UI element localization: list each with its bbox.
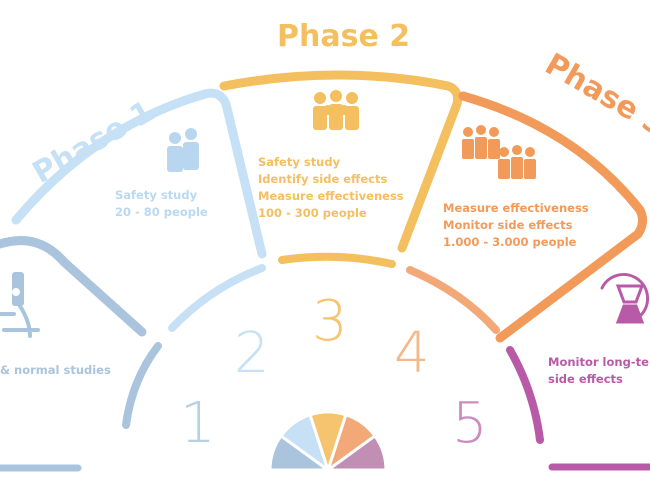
preclinical-description: & normal studies bbox=[0, 363, 111, 377]
postmarket-line-1: Monitor long-te bbox=[548, 355, 649, 369]
center-fan-wedge-5 bbox=[323, 433, 388, 472]
phase-3-frame bbox=[458, 91, 648, 343]
preclinical-frame bbox=[0, 236, 147, 337]
postmarket-line-2: side effects bbox=[548, 372, 623, 386]
phase-1-frame bbox=[11, 88, 267, 259]
phase-2-title: Phase 2 bbox=[277, 19, 410, 54]
people-group-icon bbox=[313, 90, 359, 130]
phase-2-line-3: Measure effectiveness bbox=[258, 189, 404, 203]
phase-2-description: Safety study Identify side effects Measu… bbox=[258, 155, 408, 220]
ring-segment-3 bbox=[278, 252, 396, 268]
phase-1-title: Phase 1 bbox=[27, 94, 160, 191]
ring-segment-5 bbox=[506, 346, 544, 444]
phase-2-frame bbox=[219, 70, 463, 253]
phase-3-line-2: Monitor side effects bbox=[443, 218, 573, 232]
numeral-4: 4 bbox=[394, 321, 430, 386]
phase-3-title: Phase 3 bbox=[539, 47, 650, 144]
phase-2-line-1: Safety study bbox=[258, 155, 341, 169]
numeral-1: 1 bbox=[180, 391, 216, 456]
phase-3-line-3: 1.000 - 3.000 people bbox=[443, 235, 577, 249]
postmarket-description: Monitor long-te side effects bbox=[548, 355, 650, 386]
numeral-3: 3 bbox=[312, 289, 348, 354]
phase-1-line-2: 20 - 80 people bbox=[115, 205, 208, 219]
ring-segment-4 bbox=[406, 266, 500, 334]
ring-segment-2 bbox=[168, 264, 266, 332]
center-fan bbox=[268, 410, 388, 475]
phase-3-line-1: Measure effectiveness bbox=[443, 201, 589, 215]
people-groups-icon bbox=[462, 125, 536, 179]
phase-2-line-2: Identify side effects bbox=[258, 172, 387, 186]
hourglass-cycle-icon bbox=[600, 273, 650, 324]
phase-1-description: Safety study 20 - 80 people bbox=[115, 188, 208, 219]
numeral-5: 5 bbox=[452, 391, 488, 456]
people-pair-icon bbox=[167, 128, 199, 172]
phase-1-line-1: Safety study bbox=[115, 188, 198, 202]
microscope-icon bbox=[0, 272, 40, 338]
numeral-2: 2 bbox=[234, 321, 270, 386]
phase-3-description: Measure effectiveness Monitor side effec… bbox=[443, 201, 593, 249]
phase-2-line-4: 100 - 300 people bbox=[258, 206, 367, 220]
ring-segment-1 bbox=[122, 342, 162, 429]
